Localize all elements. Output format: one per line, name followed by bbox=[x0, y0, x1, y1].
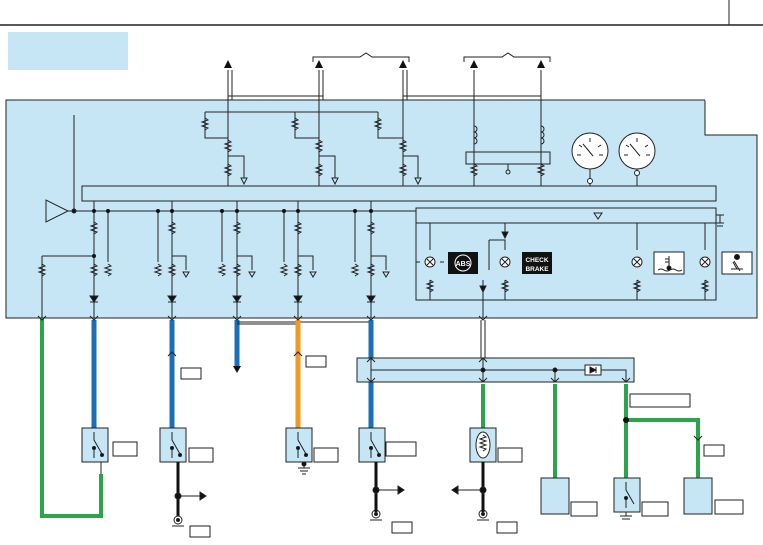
gauge-bus-bar bbox=[465, 151, 551, 165]
switch-4 bbox=[358, 427, 386, 463]
module-box-1 bbox=[540, 477, 570, 515]
module-box-2 bbox=[683, 477, 713, 515]
gauge-left bbox=[571, 132, 609, 186]
amplifier-symbol bbox=[45, 199, 70, 223]
svg-text:ABS: ABS bbox=[456, 261, 471, 268]
green-splice bbox=[623, 417, 629, 423]
brace-right bbox=[463, 52, 551, 62]
check-brake-icon: CHECK BRAKE bbox=[522, 252, 552, 274]
wire-green-left bbox=[40, 318, 103, 518]
gauge-right bbox=[618, 132, 656, 186]
sensor-resistor bbox=[469, 427, 497, 463]
branch-lines bbox=[41, 201, 416, 300]
ground-splices bbox=[174, 485, 487, 501]
wire-blue-3-arrow bbox=[233, 366, 241, 373]
switch-1 bbox=[81, 427, 109, 474]
lamp-resistors bbox=[425, 279, 710, 293]
branch-resistors bbox=[37, 221, 376, 277]
brace-left bbox=[312, 52, 410, 62]
coolant-temp-icon bbox=[653, 251, 685, 275]
main-bus-bar bbox=[81, 185, 717, 202]
top-resistors bbox=[200, 117, 546, 177]
connector-chevrons bbox=[37, 315, 488, 357]
seatbelt-icon bbox=[721, 251, 753, 275]
abs-icon: ABS bbox=[448, 252, 478, 274]
branch-ground-taps bbox=[172, 255, 390, 278]
junction-internals bbox=[370, 358, 627, 382]
branch-diodes bbox=[89, 295, 376, 303]
lamp-bulbs bbox=[416, 256, 711, 268]
ground-symbols bbox=[172, 509, 489, 527]
label-boxes bbox=[112, 355, 744, 538]
wire-green-right bbox=[481, 384, 700, 478]
switch-2 bbox=[159, 427, 187, 463]
switch-3 bbox=[285, 427, 313, 475]
wire-white bbox=[480, 320, 486, 358]
bus-triangle bbox=[593, 212, 603, 220]
junction-chevrons bbox=[366, 357, 631, 383]
branch-to-edge bbox=[41, 300, 372, 318]
coil-symbols bbox=[473, 125, 545, 175]
branch-nodes bbox=[92, 209, 373, 258]
svg-text:BRAKE: BRAKE bbox=[525, 266, 549, 273]
power-supply-markers bbox=[224, 60, 545, 68]
top-ground-taps bbox=[228, 155, 422, 186]
switch-5 bbox=[613, 477, 641, 520]
wire-black bbox=[176, 462, 485, 516]
title-box bbox=[8, 32, 128, 70]
sub-bus-bar bbox=[415, 207, 717, 224]
chevron-green bbox=[693, 435, 703, 441]
svg-text:CHECK: CHECK bbox=[525, 257, 548, 264]
